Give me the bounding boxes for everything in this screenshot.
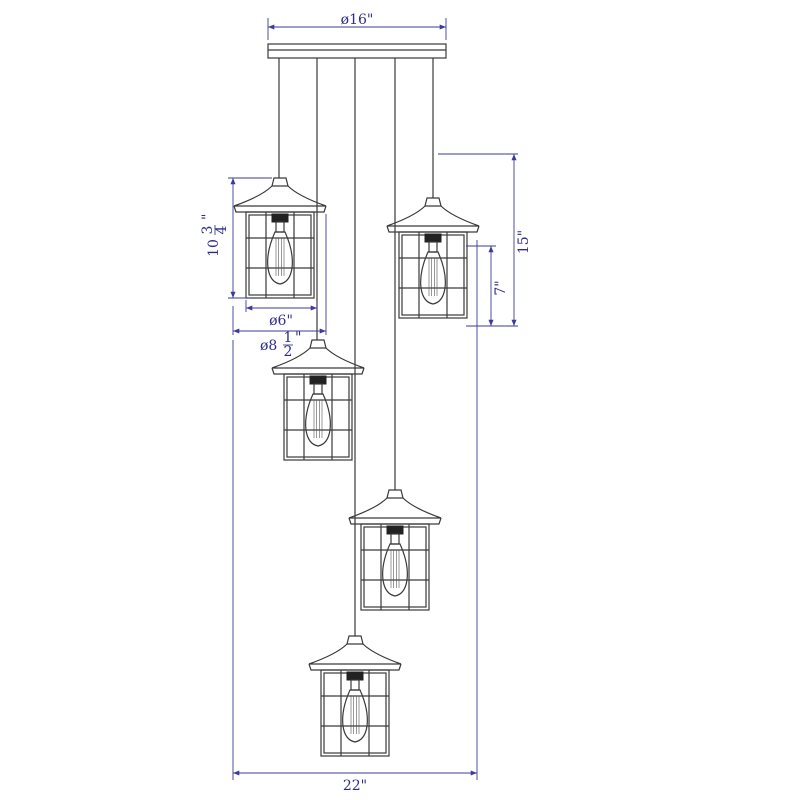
lantern-height-frac-num: 3 [200, 226, 216, 235]
lantern-cap [271, 177, 289, 187]
lantern-shade [233, 185, 327, 207]
shade-width-frac-num: 1 [284, 330, 293, 346]
lantern-total-height-dimension: 15" [438, 153, 532, 327]
cage-height-label: 7" [493, 280, 509, 295]
socket [271, 213, 289, 223]
lantern-cage [283, 373, 353, 461]
shade-width-frac-den: 2 [284, 344, 293, 360]
canopy [267, 43, 447, 59]
socket [386, 525, 404, 535]
lantern-cap [309, 339, 327, 349]
lantern-cap [424, 197, 442, 207]
lantern-shade [271, 347, 365, 369]
overall-width-label: 22" [343, 778, 367, 794]
lantern [348, 489, 442, 611]
lantern-height-frac-den: 4 [214, 225, 230, 234]
socket [346, 671, 364, 681]
lantern [308, 635, 402, 757]
bulb-icon [382, 543, 408, 597]
shade-width-label: ø8 [260, 338, 277, 354]
pendant-cords [278, 58, 434, 636]
shade-width-dimension: ø8 1 2 " [232, 214, 327, 360]
lantern-cage [245, 211, 315, 299]
lantern-shade [308, 643, 402, 665]
socket [424, 233, 442, 243]
bulb-icon [342, 689, 368, 743]
canopy-width-dimension: ø16" [267, 12, 447, 40]
lantern [233, 177, 327, 299]
lantern-height-dimension: 10 3 4 " [200, 177, 272, 299]
bulb-icon [267, 231, 293, 285]
socket [309, 375, 327, 385]
lantern-shade [348, 497, 442, 519]
bulb-icon [305, 393, 331, 447]
lantern-shade [386, 205, 480, 227]
lanterns [233, 177, 480, 757]
lantern-cap [346, 635, 364, 645]
lantern-height-unit: " [200, 214, 216, 220]
cage-height-dimension: 7" [466, 245, 509, 327]
lantern-cage [398, 231, 468, 319]
lantern-cage [360, 523, 430, 611]
lantern-cap [386, 489, 404, 499]
shade-width-unit: " [295, 330, 301, 346]
lantern [271, 339, 365, 461]
canopy-width-label: ø16" [341, 12, 374, 28]
lantern [386, 197, 480, 319]
cage-width-dimension: ø6" [245, 300, 318, 329]
lantern-cage [320, 669, 390, 757]
lantern-total-height-label: 15" [516, 230, 532, 254]
cage-width-label: ø6" [269, 313, 293, 329]
overall-width-dimension: 22" [232, 240, 478, 794]
bulb-icon [420, 251, 446, 305]
lantern-height-label: 10 [206, 239, 222, 257]
